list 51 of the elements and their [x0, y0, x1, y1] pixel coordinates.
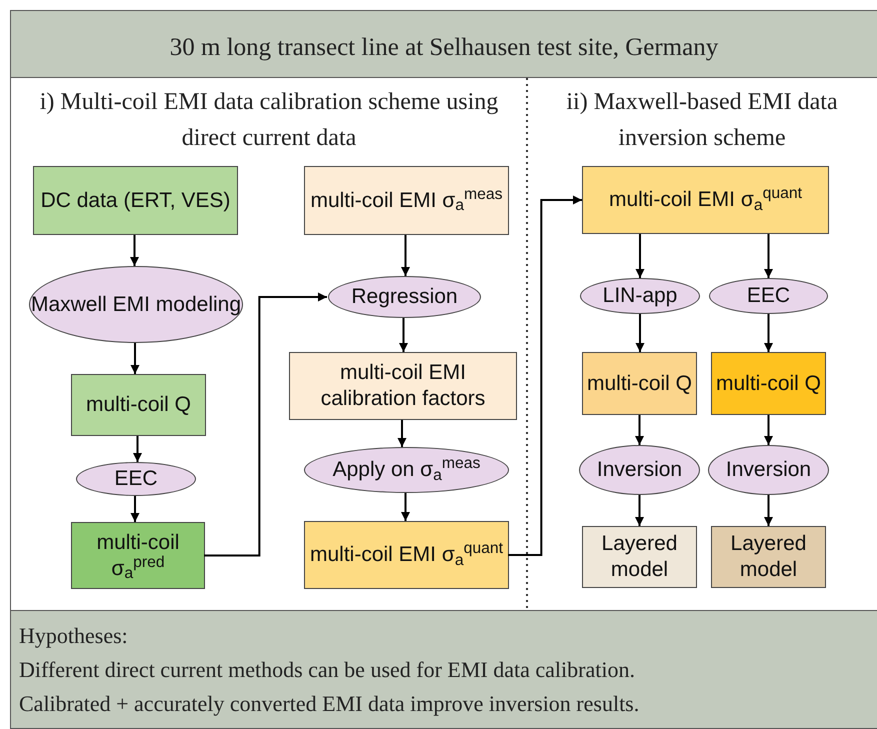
- arrow: [401, 235, 410, 276]
- data-box: [71, 522, 205, 589]
- arrow: [635, 415, 644, 445]
- arrow: [130, 343, 140, 374]
- section-heading: Hypotheses:: [19, 622, 129, 650]
- data-box: [582, 166, 829, 234]
- hypotheses-band: [10, 610, 877, 729]
- arrow: [401, 493, 410, 521]
- node-label: DC data (ERT, VES): [40, 188, 230, 214]
- arrow: [399, 318, 408, 352]
- title-band: [10, 10, 877, 78]
- data-box: [289, 352, 517, 420]
- arrow: [398, 420, 406, 447]
- node-label: multi-coil Q: [716, 370, 821, 396]
- data-box: [711, 352, 826, 415]
- data-box: [304, 521, 509, 589]
- title-text: 30 m long transect line at Selhausen test site, Germany: [170, 33, 718, 64]
- panel-heading: i) Multi-coil EMI data calibration scheme using direct current data: [38, 88, 500, 153]
- arrow: [764, 415, 773, 445]
- arrow: [636, 234, 644, 278]
- arrow: [130, 496, 140, 522]
- arrow: [636, 314, 644, 352]
- node-label: Maxwell EMI modeling: [30, 292, 242, 318]
- node-label: Inversion: [726, 457, 812, 483]
- data-box: [582, 352, 697, 415]
- node-label: multi-coil Q: [86, 392, 191, 418]
- arrow: [204, 292, 327, 556]
- node-label: LIN-app: [602, 283, 678, 309]
- arrow: [764, 234, 773, 278]
- node-label: EEC: [114, 466, 158, 492]
- model-box: [711, 526, 826, 588]
- node-label: Layered model: [730, 531, 808, 583]
- node-label: multi-coil EMI calibration factors: [320, 360, 486, 412]
- hypothesis-text: Different direct current methods can be used for EMI data calibration.: [19, 656, 636, 684]
- arrow: [764, 314, 773, 352]
- arrow: [130, 235, 139, 266]
- node-label: Regression: [351, 284, 458, 310]
- node-label: multi-coil Q: [586, 370, 692, 396]
- data-box: [304, 166, 509, 235]
- arrow: [635, 495, 644, 526]
- model-box: [582, 526, 697, 588]
- arrow: [508, 196, 582, 556]
- node-label: EEC: [746, 283, 790, 309]
- node-label: Layered model: [600, 531, 678, 583]
- arrow: [133, 436, 142, 462]
- node-label: Inversion: [596, 457, 682, 483]
- arrow: [764, 495, 773, 526]
- data-box: [33, 166, 238, 235]
- panel-heading: ii) Maxwell-based EMI data inversion scheme: [565, 88, 839, 153]
- hypothesis-text: Calibrated + accurately converted EMI data improve inversion results.: [19, 690, 640, 718]
- data-box: [71, 374, 206, 436]
